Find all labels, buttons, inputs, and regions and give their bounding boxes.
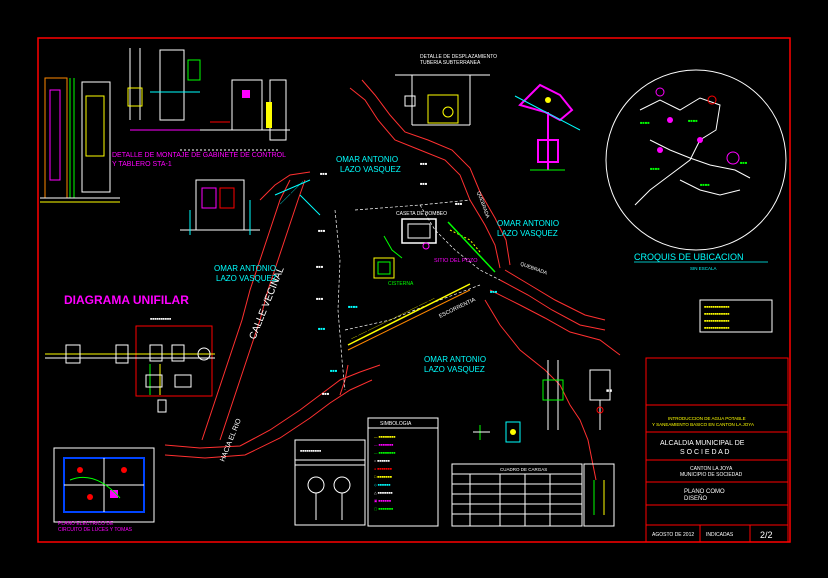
pipe-displacement-detail: DETALLE DE DESPLAZAMIENTO TUBERIA SUBTER… [395,54,498,126]
site-boundaries [164,79,621,481]
single-line-diagram: ■■■■■■■■■■ [45,317,215,413]
svg-text:▣ ■■■■■■: ▣ ■■■■■■ [374,499,391,503]
svg-text:■■■■■■■■■■: ■■■■■■■■■■ [300,449,321,453]
detail-title: DETALLE DE MONTAJE DE GABINETE DE CONTRO… [112,152,288,168]
svg-text:■■■■: ■■■■ [640,120,650,125]
svg-text:■■■: ■■■ [740,160,748,165]
drawing-scale: INDICADAS [706,532,734,538]
svg-text:■■■■: ■■■■ [650,166,660,171]
transformer-diagram: ■■■■■■■■■■ [294,439,366,526]
svg-text:■■■: ■■■ [322,391,330,396]
title-block [645,357,789,543]
location-title: CROQUIS DE UBICACION [634,252,744,262]
svg-text:■■■: ■■■ [330,368,338,373]
svg-text:■■■: ■■■ [316,296,324,301]
pipelines [274,179,496,351]
escorrentia-label: ESCORRENTIA [438,297,477,320]
owner-right: OMAR ANTONIO LAZO VASQUEZ [497,219,561,238]
svg-text:■■■■■■■■■■■■: ■■■■■■■■■■■■ [704,326,729,330]
load-schedule-table [451,463,615,527]
svg-text:● ■■■■■■■: ● ■■■■■■■ [374,467,392,471]
svg-text:◇ ■■■■■■: ◇ ■■■■■■ [374,483,390,487]
electrical-plan-label: PLANO ELECTRICO DE CIRCUITO DE LUCES Y T… [58,521,133,533]
pump-detail [514,83,581,171]
project-location: CANTON LA JOYA MUNICIPIO DE SOCIEDAD [680,466,743,478]
legend-title: SIMBOLOGIA [380,421,412,427]
load-schedule-title: CUADRO DE CARGAS [500,467,547,472]
well-label: SITIO DEL POZO [434,258,478,264]
svg-text:■■■: ■■■ [420,181,428,186]
svg-text:■■: ■■ [606,388,612,394]
svg-text:■■■■: ■■■■ [348,304,358,309]
svg-text:□ ■■■■■■■: □ ■■■■■■■ [374,475,392,479]
sheet-content: PLANO COMO DISEÑO [684,489,726,502]
pipe-label: ── ─── ───────── ──────── ─── ── [349,296,436,342]
svg-text:■■■■■■■■■■■■: ■■■■■■■■■■■■ [704,312,729,316]
svg-text:○ ■■■■■■: ○ ■■■■■■ [374,459,390,463]
control-cabinet-detail [40,48,290,203]
cistern-label: CISTERNA [388,281,414,287]
svg-text:■■■: ■■■ [455,201,463,206]
owner-bottom: OMAR ANTONIO LAZO VASQUEZ [424,355,488,374]
sheet-border [37,37,791,543]
client-name: ALCALDIA MUNICIPAL DE S O C I E D A D [660,440,746,456]
elevation-markers: ■■■ ■■■ ■■■ ■■■ ■■■ ■■■ ■■■ ■■■ ■■■ ■■■ … [316,161,498,396]
control-schematic: ■■ [542,360,612,430]
drawing-date: AGOSTO DE 2012 [652,532,694,538]
svg-text:DETALLE DE DESPLAZAMIENTO: DETALLE DE DESPLAZAMIENTO TUBERIA SUBTER… [420,54,498,66]
svg-text:— ■■■■■■■■: — ■■■■■■■■ [374,451,395,455]
coordinates-table: ■■■■■■■■■■■■ ■■■■■■■■■■■■ ■■■■■■■■■■■■ ■… [699,299,773,333]
location-sketch: ■■■■ ■■■■ ■■■■ ■■■■ ■■■ [605,69,787,251]
owner-top: OMAR ANTONIO LAZO VASQUEZ [336,155,401,174]
sheet-number: 2/2 [760,530,773,540]
svg-text:■■■■: ■■■■ [688,118,698,123]
svg-text:— ■■■■■■■: — ■■■■■■■ [374,443,393,447]
svg-text:— ■■■■■■■■: — ■■■■■■■■ [374,435,395,439]
svg-text:■■■■: ■■■■ [700,182,710,187]
svg-text:■■■: ■■■ [420,161,428,166]
svg-text:■■■■■■■■■■■■: ■■■■■■■■■■■■ [704,319,729,323]
svg-text:△ ■■■■■■■: △ ■■■■■■■ [374,491,392,495]
svg-text:■■■■■■■■■■■■: ■■■■■■■■■■■■ [704,305,729,309]
caseta-label: CASETA DE BOMBEO [396,211,447,217]
property-lines [334,199,501,391]
project-name: INTRODUCCION DE AGUA POTABLE Y SANEAMIEN… [652,416,754,427]
quebrada-mid-label: QUEBRADA [519,261,548,276]
svg-text:▢ ■■■■■■■: ▢ ■■■■■■■ [374,507,393,511]
legend-box: — ■■■■■■■■ — ■■■■■■■ — ■■■■■■■■ ○ ■■■■■■… [367,417,439,527]
svg-text:■■■: ■■■ [318,228,326,233]
svg-text:■■■■■■■■■■: ■■■■■■■■■■ [150,317,171,321]
single-line-diagram-title: DIAGRAMA UNIFILAR [64,293,189,307]
owner-left: OMAR ANTONIO LAZO VASQUEZ [214,264,278,283]
svg-text:■■■: ■■■ [318,326,326,331]
quebrada-top-label: QUEBRADA [475,191,490,220]
svg-text:■■■: ■■■ [490,289,498,294]
panel-elevation [180,179,260,235]
svg-text:■■■: ■■■ [316,264,324,269]
svg-text:■■■: ■■■ [320,171,328,176]
location-scale: SIN ESCALA [690,266,717,271]
electrical-plan [53,447,155,523]
equipment-symbols [473,421,521,443]
pump-house [373,218,481,279]
